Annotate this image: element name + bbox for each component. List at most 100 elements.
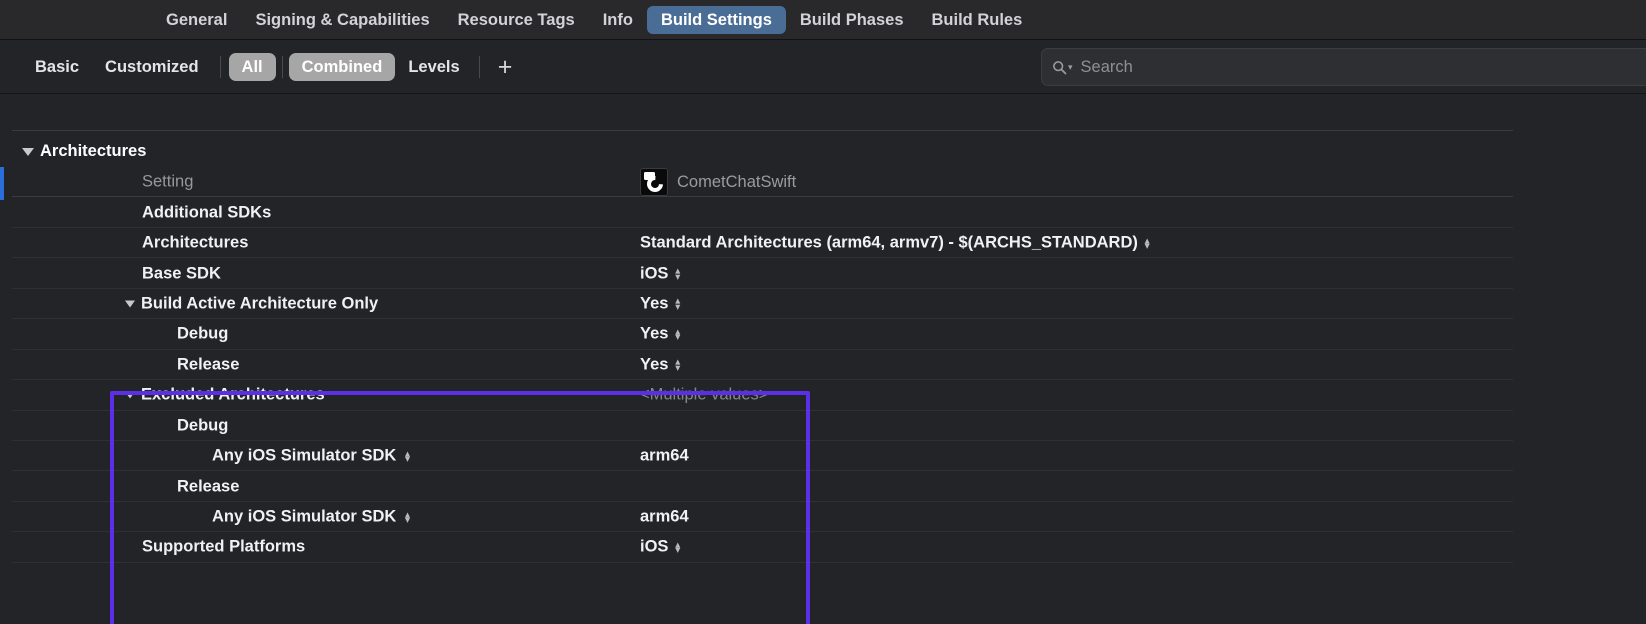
setting-value[interactable]: iOS ▴▾ [640, 538, 680, 557]
settings-row[interactable]: Additional SDKs [0, 197, 1646, 228]
stepper-icon[interactable]: ▴▾ [675, 295, 680, 312]
setting-name: Release [177, 477, 239, 496]
setting-name: Supported Platforms [142, 538, 305, 557]
target-name: CometChatSwift [677, 172, 797, 191]
tab-general[interactable]: General [166, 10, 228, 29]
setting-name: Base SDK [142, 264, 221, 283]
row-separator [12, 287, 1513, 289]
column-header-target: CometChatSwift [640, 168, 797, 197]
stepper-icon[interactable]: ▴▾ [1144, 235, 1150, 251]
row-separator [12, 531, 1513, 533]
settings-row[interactable]: Debug Yes▴▾ [0, 319, 1646, 350]
setting-value-text: <Multiple values> [640, 385, 769, 404]
section-title: Architectures [40, 142, 147, 160]
setting-value-text: Yes [640, 355, 669, 374]
settings-row[interactable]: Architectures Standard Architectures (arm… [0, 228, 1646, 259]
add-setting-button[interactable]: + [497, 53, 513, 81]
setting-value[interactable]: Yes▴▾ [640, 325, 680, 344]
setting-name: Debug [177, 416, 228, 435]
build-settings-filter-bar: Basic Customized All Combined Levels + ▾ Sea… [0, 41, 1646, 94]
tab-info[interactable]: Info [602, 10, 633, 29]
filter-divider [478, 56, 480, 78]
chevron-down-icon[interactable]: ▾ [1068, 61, 1073, 72]
setting-name-text: Excluded Architectures [141, 385, 325, 404]
stepper-icon[interactable]: ▴▾ [675, 539, 680, 555]
tab-build-settings[interactable]: Build Settings [646, 5, 786, 34]
filter-combined[interactable]: Combined [288, 53, 396, 81]
disclosure-triangle-icon[interactable] [22, 147, 34, 156]
settings-row[interactable]: Supported Platforms iOS ▴▾ [0, 532, 1646, 563]
row-separator [12, 409, 1513, 411]
search-placeholder: Search [1080, 57, 1133, 76]
setting-name: Additional SDKs [142, 203, 271, 222]
row-separator [12, 561, 1513, 563]
search-field[interactable]: ▾ Search [1041, 48, 1646, 86]
search-icon[interactable]: ▾ [1052, 60, 1073, 75]
disclosure-triangle-icon[interactable] [125, 300, 135, 308]
setting-name: Debug [177, 325, 228, 344]
section-header-architectures[interactable]: Architectures [22, 142, 146, 161]
setting-name-text: Release [177, 477, 240, 496]
column-header-row: Setting CometChatSwift [0, 167, 1646, 198]
top-divider [12, 130, 1513, 131]
setting-name: Any iOS Simulator SDK▴▾ [212, 447, 410, 466]
setting-value-text: iOS [640, 537, 669, 556]
disclosure-triangle-icon[interactable] [125, 391, 135, 399]
setting-name-text: Release [177, 355, 240, 374]
settings-row[interactable]: Build Active Architecture Only Yes ▴▾ [0, 289, 1646, 320]
tab-resource-tags[interactable]: Resource Tags [457, 10, 575, 29]
settings-row[interactable]: Base SDK iOS ▴▾ [0, 258, 1646, 289]
tab-build-phases[interactable]: Build Phases [799, 10, 904, 29]
row-separator [12, 257, 1513, 259]
settings-row[interactable]: Any iOS Simulator SDK ▴▾ arm64 [0, 502, 1646, 533]
row-separator [12, 379, 1513, 381]
filter-levels[interactable]: Levels [408, 58, 460, 76]
filter-options: Basic Customized All Combined Levels [22, 53, 473, 81]
setting-name-text: Base SDK [142, 264, 221, 283]
setting-value[interactable]: Standard Architectures (arm64, armv7) - … [640, 234, 1149, 253]
stepper-icon[interactable]: ▴▾ [675, 356, 680, 373]
stepper-icon[interactable]: ▴▾ [675, 326, 680, 342]
settings-row[interactable]: Excluded Architectures <Multiple values> [0, 380, 1646, 411]
settings-row[interactable]: Release [0, 471, 1646, 502]
row-separator [12, 500, 1513, 502]
settings-row[interactable]: Release Yes ▴▾ [0, 350, 1646, 381]
setting-value-text: Standard Architectures (arm64, armv7) - … [640, 233, 1138, 252]
setting-name-text: Any iOS Simulator SDK [212, 507, 397, 526]
settings-content: Architectures Setting CometChatSwift Add… [0, 94, 1646, 624]
filter-customized[interactable]: Customized [105, 58, 199, 76]
setting-name: Excluded Architectures [125, 386, 325, 405]
setting-name-text: Architectures [142, 233, 249, 252]
setting-value-text: iOS [640, 264, 669, 283]
setting-value[interactable]: arm64 [640, 508, 689, 527]
row-separator [12, 439, 1513, 441]
filter-group-divider [281, 56, 283, 78]
row-separator [12, 318, 1513, 320]
setting-value-text: Yes [640, 294, 669, 313]
setting-value[interactable]: Yes ▴▾ [640, 294, 680, 313]
setting-name-text: Build Active Architecture Only [141, 294, 379, 313]
setting-name-text: Debug [177, 416, 229, 435]
filter-all[interactable]: All [228, 53, 276, 81]
setting-value[interactable]: arm64 [640, 447, 689, 466]
cometchat-app-icon [640, 168, 668, 197]
tabstrip: General Signing & Capabilities Resource Ta… [152, 5, 1036, 34]
setting-value[interactable]: Yes ▴▾ [640, 355, 680, 374]
setting-name: Build Active Architecture Only [125, 294, 378, 313]
filter-basic[interactable]: Basic [35, 58, 80, 76]
tab-build-rules[interactable]: Build Rules [931, 10, 1023, 29]
settings-row[interactable]: Any iOS Simulator SDK▴▾ arm64 [0, 441, 1646, 472]
row-separator [12, 348, 1513, 350]
stepper-icon[interactable]: ▴▾ [405, 448, 410, 464]
setting-value[interactable]: <Multiple values> [640, 386, 768, 405]
row-separator [12, 226, 1513, 228]
setting-value-text: arm64 [640, 507, 689, 526]
stepper-icon[interactable]: ▴▾ [675, 265, 680, 282]
setting-name-text: Debug [177, 324, 229, 343]
setting-value[interactable]: iOS ▴▾ [640, 264, 680, 283]
settings-row[interactable]: Debug [0, 411, 1646, 441]
tab-signing-capabilities[interactable]: Signing & Capabilities [255, 10, 430, 29]
stepper-icon[interactable]: ▴▾ [405, 509, 410, 525]
